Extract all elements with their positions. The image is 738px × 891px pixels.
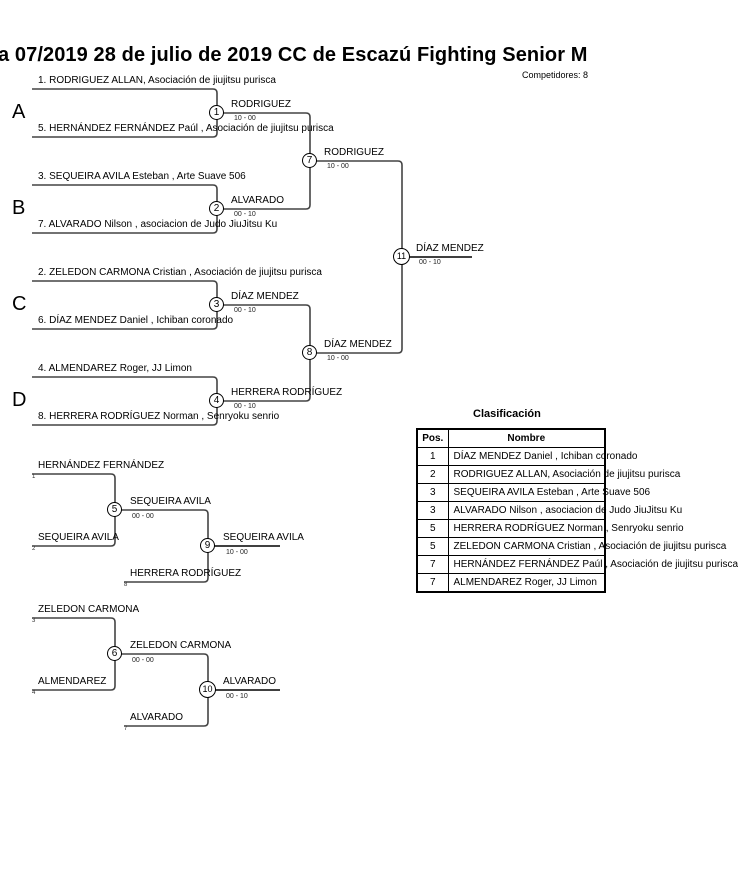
page-title: a 07/2019 28 de julio de 2019 CC de Esca… bbox=[0, 44, 588, 66]
row-name: ALVARADO Nilson , asociacion de Judo Jiu… bbox=[447, 501, 682, 520]
row-pos: 2 bbox=[416, 465, 449, 484]
match-6-score: 00 - 00 bbox=[132, 657, 154, 664]
match-5-score: 00 - 00 bbox=[132, 513, 154, 520]
pool-label-c: C bbox=[12, 293, 27, 315]
match-5-badge: 5 bbox=[107, 502, 122, 517]
match-6-winner: ZELEDON CARMONA bbox=[130, 640, 232, 651]
match-8-badge: 8 bbox=[302, 345, 317, 360]
row-name: DÍAZ MENDEZ Daniel , Ichiban coronado bbox=[447, 447, 637, 466]
match-2-score: 00 - 10 bbox=[234, 211, 256, 218]
classification-title: Clasificación bbox=[473, 408, 541, 420]
row-name: SEQUEIRA AVILA Esteban , Arte Suave 506 bbox=[447, 483, 650, 502]
match-11-winner: DÍAZ MENDEZ bbox=[416, 243, 484, 254]
header-pos: Pos. bbox=[416, 428, 449, 448]
match-4-score: 00 - 10 bbox=[234, 403, 256, 410]
match-1-badge: 1 bbox=[209, 105, 224, 120]
entrant-6: 6. DÍAZ MENDEZ Daniel , Ichiban coronado bbox=[38, 315, 234, 326]
match-3-score: 00 - 10 bbox=[234, 307, 256, 314]
row-name: RODRIGUEZ ALLAN, Asociación de jiujitsu … bbox=[447, 465, 680, 484]
match-8-score: 10 - 00 bbox=[327, 355, 349, 362]
row-pos: 1 bbox=[416, 447, 449, 466]
repechage-r6-bottom-seed: 4 bbox=[32, 690, 36, 696]
row-name: ZELEDON CARMONA Cristian , Asociación de… bbox=[447, 537, 726, 556]
match-11-score: 00 - 10 bbox=[419, 259, 441, 266]
entrant-7: 7. ALVARADO Nilson , asociacion de Judo … bbox=[38, 219, 278, 230]
repechage-r6-top-seed: 3 bbox=[32, 618, 36, 624]
repechage-r9-bottom-seed: 8 bbox=[124, 582, 128, 588]
repechage-r10-bottom-seed: 7 bbox=[124, 726, 128, 732]
row-pos: 3 bbox=[416, 483, 449, 502]
entrant-8: 8. HERRERA RODRÍGUEZ Norman , Senryoku s… bbox=[38, 411, 280, 422]
match-10-winner: ALVARADO bbox=[223, 676, 276, 687]
repechage-r10-bottom: ALVARADO bbox=[130, 712, 183, 723]
repechage-r5-top-seed: 1 bbox=[32, 474, 36, 480]
match-7-score: 10 - 00 bbox=[327, 163, 349, 170]
entrant-3: 3. SEQUEIRA AVILA Esteban , Arte Suave 5… bbox=[38, 171, 246, 182]
row-pos: 3 bbox=[416, 501, 449, 520]
entrant-2: 2. ZELEDON CARMONA Cristian , Asociación… bbox=[38, 267, 322, 278]
match-4-badge: 4 bbox=[209, 393, 224, 408]
repechage-r6-top: ZELEDON CARMONA bbox=[38, 604, 140, 615]
entrant-5: 5. HERNÁNDEZ FERNÁNDEZ Paúl , Asociación… bbox=[38, 123, 334, 134]
match-5-winner: SEQUEIRA AVILA bbox=[130, 496, 211, 507]
match-2-winner: ALVARADO bbox=[231, 195, 284, 206]
pool-label-b: B bbox=[12, 197, 26, 219]
match-9-score: 10 - 00 bbox=[226, 549, 248, 556]
match-7-badge: 7 bbox=[302, 153, 317, 168]
match-3-winner: DÍAZ MENDEZ bbox=[231, 291, 299, 302]
match-11-badge: 11 bbox=[393, 248, 410, 265]
repechage-r6-bottom: ALMENDAREZ bbox=[38, 676, 107, 687]
match-10-score: 00 - 10 bbox=[226, 693, 248, 700]
competitors-count: Competidores: 8 bbox=[522, 70, 589, 80]
match-1-winner: RODRIGUEZ bbox=[231, 99, 291, 110]
row-name: HERNÁNDEZ FERNÁNDEZ Paúl , Asociación de… bbox=[447, 555, 738, 574]
repechage-r5-bottom-seed: 2 bbox=[32, 546, 36, 552]
match-3-badge: 3 bbox=[209, 297, 224, 312]
header-name: Nombre bbox=[447, 428, 606, 448]
repechage-r9-bottom: HERRERA RODRÍGUEZ bbox=[130, 568, 242, 579]
entrant-1: 1. RODRIGUEZ ALLAN, Asociación de jiujit… bbox=[38, 75, 276, 86]
repechage-r5-bottom: SEQUEIRA AVILA bbox=[38, 532, 119, 543]
row-pos: 5 bbox=[416, 537, 449, 556]
bracket-line-m11 bbox=[310, 160, 403, 354]
match-9-badge: 9 bbox=[200, 538, 215, 553]
row-pos: 7 bbox=[416, 555, 449, 574]
match-2-badge: 2 bbox=[209, 201, 224, 216]
row-name: ALMENDAREZ Roger, JJ Limon bbox=[447, 573, 606, 593]
pool-label-a: A bbox=[12, 101, 26, 123]
match-4-winner: HERRERA RODRÍGUEZ bbox=[231, 387, 343, 398]
match-6-badge: 6 bbox=[107, 646, 122, 661]
row-pos: 7 bbox=[416, 573, 449, 593]
classification-header: Pos. Nombre bbox=[416, 428, 606, 448]
match-10-badge: 10 bbox=[199, 681, 216, 698]
match-8-winner: DÍAZ MENDEZ bbox=[324, 339, 392, 350]
entrant-4: 4. ALMENDAREZ Roger, JJ Limon bbox=[38, 363, 192, 374]
row-pos: 5 bbox=[416, 519, 449, 538]
repechage-r5-top: HERNÁNDEZ FERNÁNDEZ bbox=[38, 460, 165, 471]
pool-label-d: D bbox=[12, 389, 27, 411]
match-9-winner: SEQUEIRA AVILA bbox=[223, 532, 304, 543]
match-7-winner: RODRIGUEZ bbox=[324, 147, 384, 158]
row-name: HERRERA RODRÍGUEZ Norman , Senryoku senr… bbox=[447, 519, 684, 538]
match-1-score: 10 - 00 bbox=[234, 115, 256, 122]
